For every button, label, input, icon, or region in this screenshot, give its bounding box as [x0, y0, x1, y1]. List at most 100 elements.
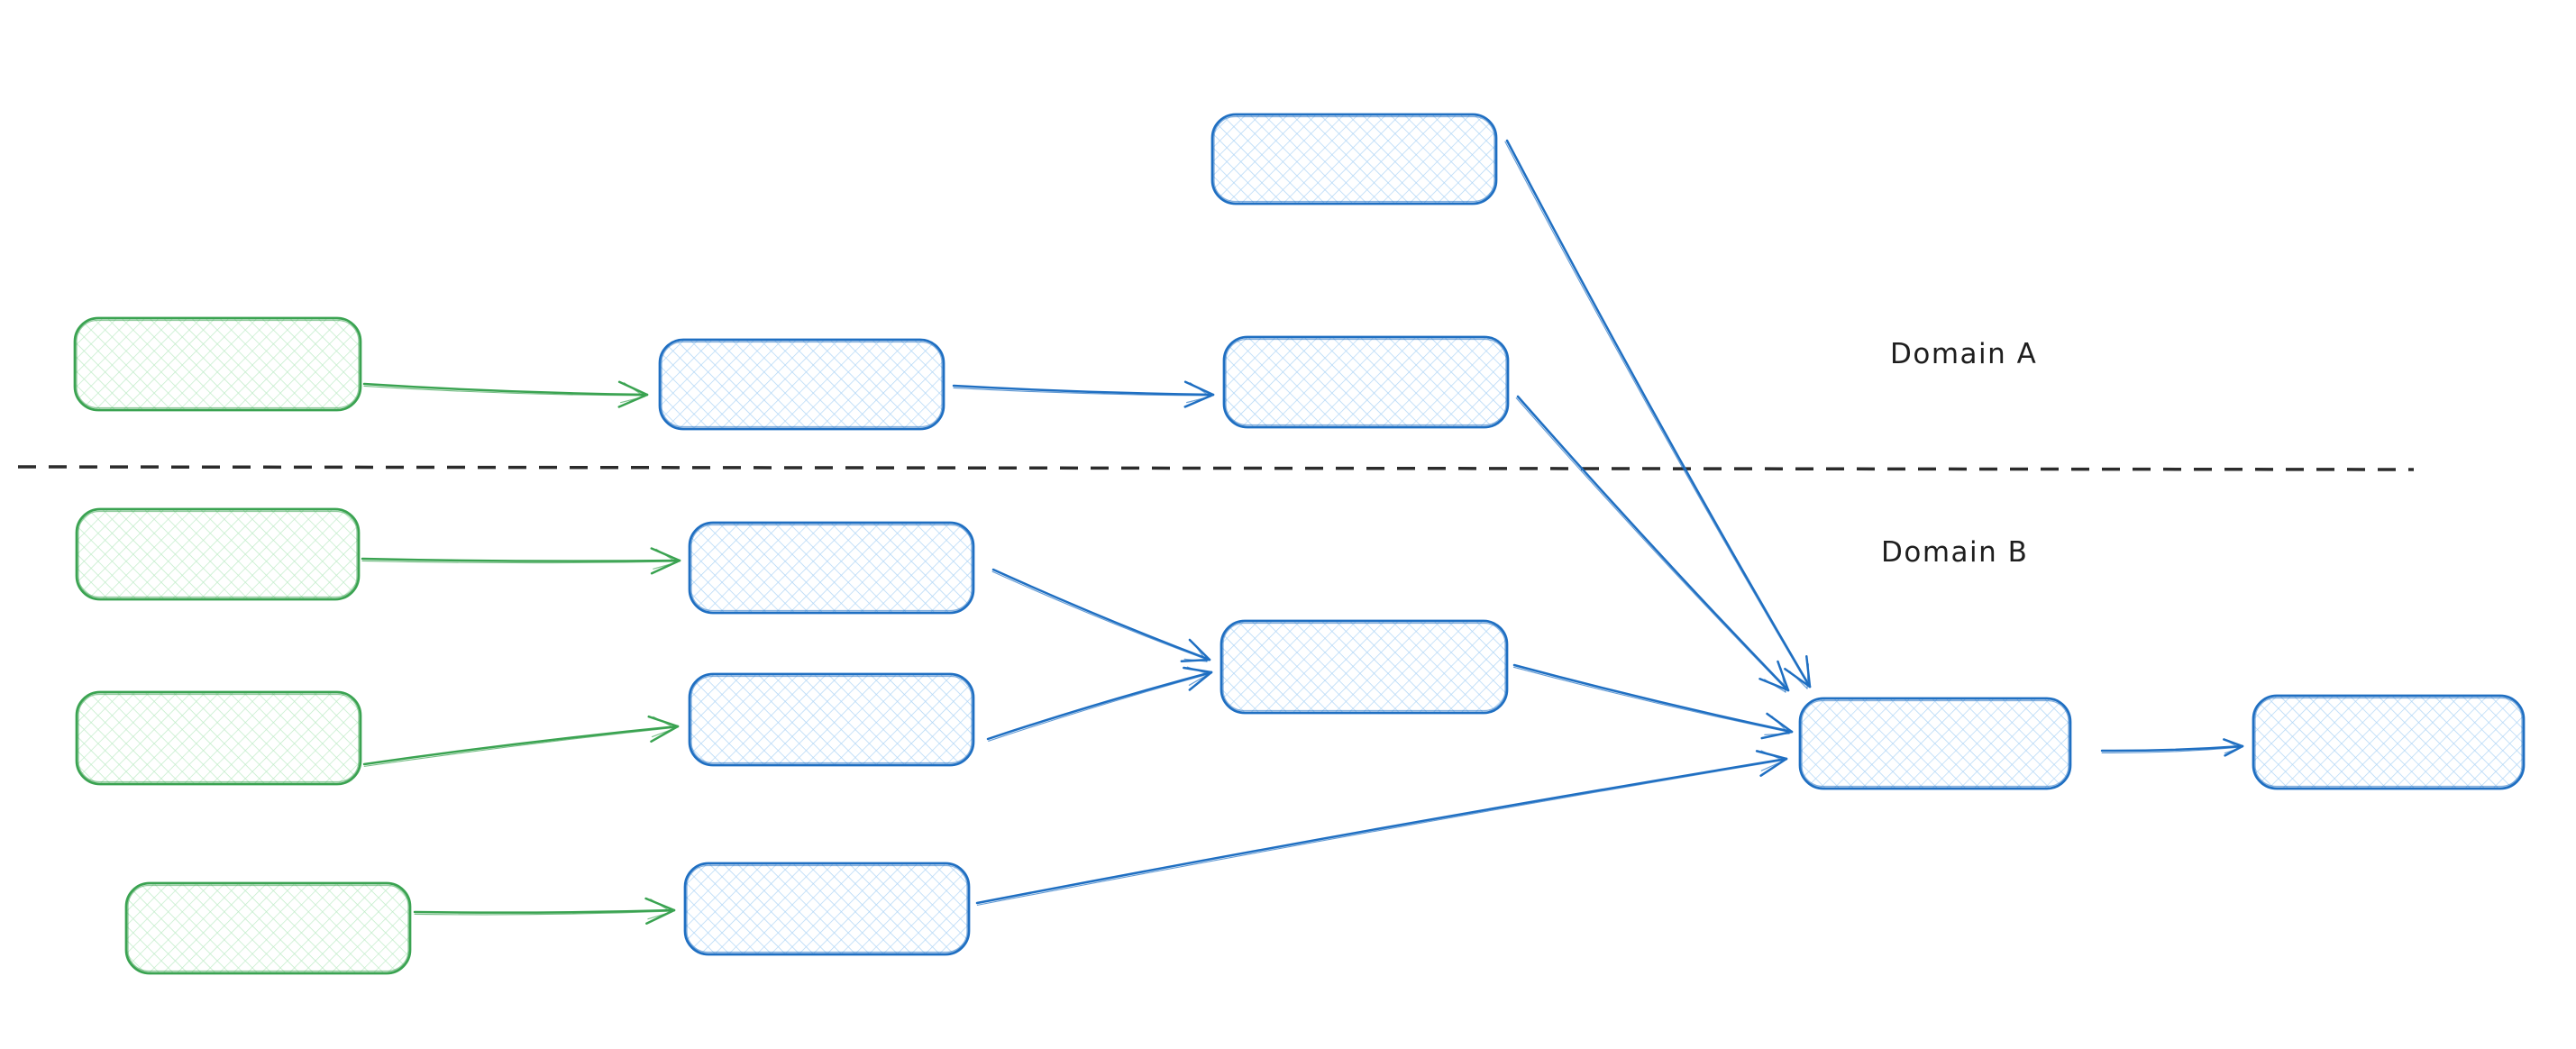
- edge-merge-to-final-arrowhead-sketch: [2224, 747, 2241, 754]
- node-blue-b3-shape[interactable]: [683, 862, 971, 956]
- node-blue-b2-shape[interactable]: [688, 672, 975, 767]
- node-top-blue[interactable]: [1210, 113, 1498, 205]
- node-blue-b1-shape[interactable]: [688, 521, 975, 615]
- edge-blue-a1-to-blue-a2-line[interactable]: [952, 384, 1215, 397]
- edge-top-to-merge-arrowhead-sketch: [1806, 663, 1809, 689]
- edge-green-b3-to-blue-b3-arrowhead-sketch: [650, 898, 672, 913]
- edge-mid-to-merge-arrowhead: [1760, 730, 1794, 740]
- edge-blue-b3-to-merge-arrowhead-sketch: [1760, 750, 1785, 762]
- node-blue-b3[interactable]: [683, 862, 971, 956]
- edge-merge-to-final-arrowhead-sketch: [2225, 739, 2241, 749]
- node-blue-b2-sketch-stroke: [690, 675, 973, 764]
- node-blue-b-merge-shape[interactable]: [1219, 619, 1509, 715]
- node-green-b3-shape[interactable]: [124, 881, 412, 975]
- edge-green-b1-to-blue-b1-line[interactable]: [361, 557, 681, 562]
- edge-mid-to-merge-sketch-line: [1512, 666, 1793, 734]
- edge-mid-to-merge[interactable]: [1512, 663, 1794, 740]
- node-blue-a2[interactable]: [1222, 335, 1510, 429]
- edge-blue-a2-to-merge-arrowhead: [1777, 660, 1790, 692]
- edge-green-b3-to-blue-b3-line[interactable]: [413, 908, 676, 914]
- node-blue-b-merge[interactable]: [1219, 619, 1509, 715]
- node-merge-target-shape[interactable]: [1798, 697, 2072, 790]
- node-green-b3[interactable]: [124, 881, 412, 975]
- edge-blue-b2-to-mid-line[interactable]: [986, 670, 1213, 741]
- edge-blue-b1-to-mid-line[interactable]: [991, 568, 1211, 661]
- edge-blue-a1-to-blue-a2-arrowhead-sketch: [1189, 382, 1211, 397]
- node-green-a-shape[interactable]: [73, 316, 362, 412]
- node-blue-a1[interactable]: [658, 338, 945, 431]
- edge-blue-a2-to-merge[interactable]: [1515, 395, 1790, 693]
- edge-mid-to-merge-arrowhead-sketch: [1771, 716, 1790, 734]
- node-green-b2-shape[interactable]: [75, 690, 362, 786]
- node-merge-target[interactable]: [1798, 697, 2072, 790]
- edge-blue-b1-to-mid-arrowhead: [1188, 638, 1211, 661]
- edge-blue-b1-to-mid[interactable]: [991, 568, 1211, 662]
- edge-green-b3-to-blue-b3-arrowhead-sketch: [647, 911, 672, 920]
- edge-top-to-merge-line[interactable]: [1505, 139, 1812, 689]
- edge-blue-a2-to-merge-line[interactable]: [1516, 395, 1790, 692]
- node-green-a-sketch-stroke: [76, 319, 360, 409]
- node-merge-target-sketch-stroke: [1801, 699, 2069, 788]
- edge-blue-a1-to-blue-a2-arrowhead-sketch: [1186, 396, 1211, 404]
- edge-blue-b3-to-merge[interactable]: [975, 750, 1788, 906]
- node-green-b3-sketch-stroke: [127, 884, 409, 972]
- edge-blue-b1-to-mid-arrowhead-sketch: [1183, 658, 1208, 662]
- edge-blue-a1-to-blue-a2-arrowhead: [1183, 380, 1215, 397]
- node-blue-b1-sketch-stroke: [690, 524, 973, 612]
- label-domain-b[interactable]: Domain B: [1881, 536, 2028, 569]
- label-domain-a[interactable]: Domain A: [1890, 338, 2037, 370]
- edge-green-b1-to-blue-b1[interactable]: [361, 547, 681, 575]
- node-final-shape[interactable]: [2252, 694, 2526, 790]
- node-blue-a2-shape[interactable]: [1222, 335, 1510, 429]
- edge-green-b3-to-blue-b3[interactable]: [413, 897, 676, 925]
- edge-blue-b3-to-merge-arrowhead-sketch: [1760, 760, 1785, 771]
- edge-top-to-merge-arrowhead-sketch: [1789, 670, 1808, 689]
- edge-blue-b2-to-mid[interactable]: [986, 666, 1213, 742]
- divider-layer: [17, 465, 2415, 471]
- node-blue-b2[interactable]: [688, 672, 975, 767]
- edge-blue-a1-to-blue-a2[interactable]: [952, 380, 1215, 408]
- edge-mid-to-merge-line[interactable]: [1512, 663, 1794, 734]
- labels-layer: Domain A Domain B: [1881, 338, 2037, 569]
- edge-blue-a2-to-merge-arrowhead-sketch: [1764, 679, 1786, 693]
- node-blue-a2-sketch-stroke: [1225, 338, 1507, 426]
- node-green-b1-shape[interactable]: [75, 507, 361, 601]
- node-green-b2-sketch-stroke: [78, 693, 360, 783]
- node-green-b1[interactable]: [75, 507, 361, 601]
- edge-blue-a1-to-blue-a2-sketch-line: [953, 387, 1214, 397]
- edge-green-b2-to-blue-b2-arrowhead-sketch: [653, 716, 676, 729]
- edges-layer: [361, 139, 2244, 925]
- edge-green-b1-to-blue-b1-sketch-line: [361, 560, 681, 564]
- edge-green-a-to-blue-a1-arrowhead-sketch: [623, 382, 645, 397]
- edge-blue-b1-to-mid-arrowhead-sketch: [1192, 643, 1208, 662]
- edge-merge-to-final-sketch-line: [2101, 746, 2243, 753]
- edge-green-b2-to-blue-b2-line[interactable]: [362, 725, 680, 766]
- edge-blue-b3-to-merge-line[interactable]: [975, 757, 1788, 905]
- node-blue-b1[interactable]: [688, 521, 975, 615]
- edge-green-b3-to-blue-b3-sketch-line: [414, 910, 675, 916]
- node-final[interactable]: [2252, 694, 2526, 790]
- edge-merge-to-final[interactable]: [2100, 738, 2244, 757]
- edge-blue-b3-to-merge-sketch-line: [976, 759, 1787, 906]
- edge-green-a-to-blue-a1[interactable]: [362, 380, 649, 408]
- edge-blue-a2-to-merge-arrowhead-sketch: [1780, 667, 1786, 693]
- node-top-blue-shape[interactable]: [1210, 113, 1498, 205]
- edge-green-a-to-blue-a1-arrowhead: [617, 380, 649, 397]
- node-green-a[interactable]: [73, 316, 362, 412]
- edge-top-to-merge-arrowhead: [1784, 667, 1812, 689]
- edge-blue-b2-to-mid-arrowhead-sketch: [1186, 666, 1210, 675]
- edge-top-to-merge[interactable]: [1504, 139, 1812, 689]
- edge-green-a-to-blue-a1-line[interactable]: [362, 382, 649, 397]
- edge-green-b2-to-blue-b2-arrowhead-sketch: [651, 727, 676, 738]
- edge-merge-to-final-line[interactable]: [2100, 744, 2244, 753]
- edge-green-a-to-blue-a1-sketch-line: [363, 385, 648, 397]
- edge-blue-b2-to-mid-arrowhead-sketch: [1188, 673, 1210, 686]
- node-blue-a1-shape[interactable]: [658, 338, 945, 431]
- domain-divider-dashed-line[interactable]: [17, 465, 2415, 471]
- edge-green-b2-to-blue-b2[interactable]: [362, 715, 680, 767]
- edge-blue-a2-to-merge-sketch-line: [1515, 397, 1788, 692]
- node-green-b2[interactable]: [75, 690, 362, 786]
- node-blue-a1-sketch-stroke: [661, 341, 943, 428]
